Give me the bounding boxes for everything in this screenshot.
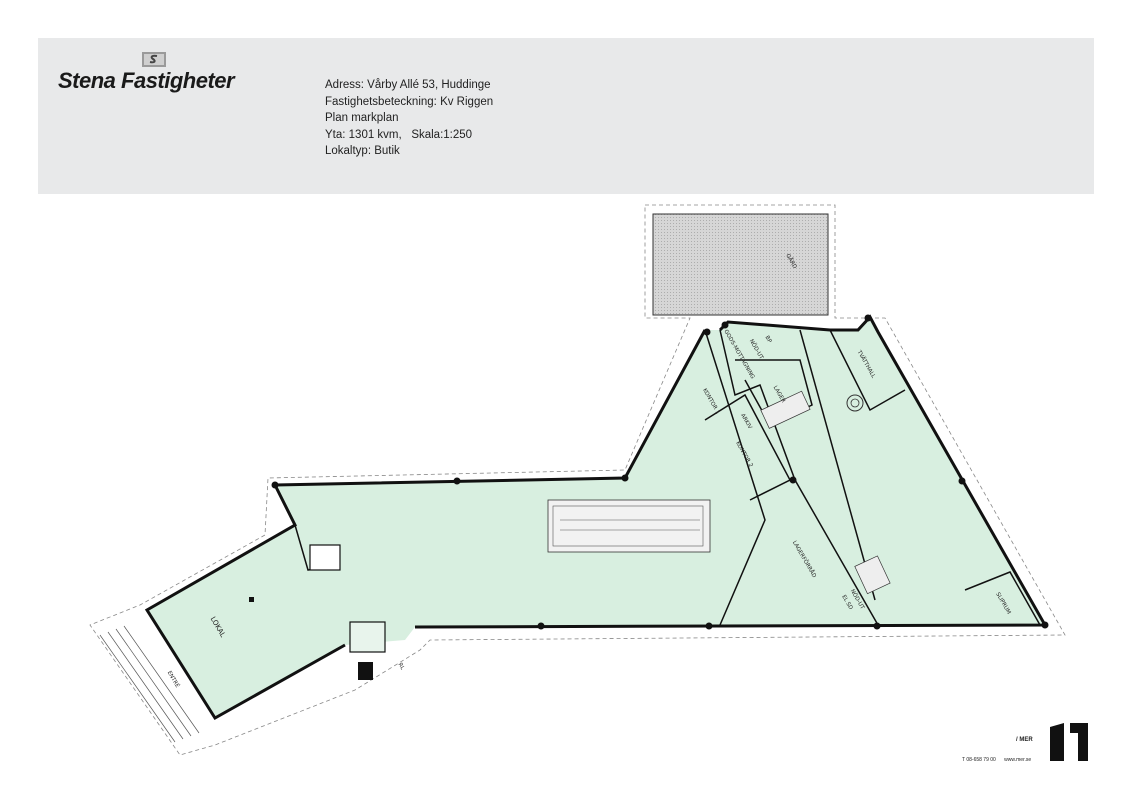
footer-contact: T 08-658 79 00 www.mer.se (962, 757, 1031, 763)
entrance-stairs (99, 625, 200, 743)
drain-circle (846, 394, 864, 412)
header-panel: Stena Fastigheter Adress: Vårby Allé 53,… (38, 38, 1094, 194)
room-label-entre: ENTRÉ (166, 669, 182, 689)
area-scale-line: Yta: 1301 kvm, Skala:1:250 (325, 127, 493, 144)
footer-brand: / MER (1016, 737, 1033, 743)
scale-text: Skala:1:250 (411, 128, 473, 141)
stena-logo-icon (142, 52, 166, 67)
company-name: Stena Fastigheter (58, 68, 235, 93)
footer-phone: T 08-658 79 00 (962, 757, 996, 763)
property-info: Adress: Vårby Allé 53, Huddinge Fastighe… (325, 77, 493, 160)
yard-area (652, 213, 829, 316)
service-block (309, 544, 386, 680)
mer-logo-icon (1050, 723, 1088, 761)
area-text: Yta: 1301 kvm, (325, 128, 402, 141)
shelving-fixture (547, 499, 711, 553)
stena-logo: Stena Fastigheter (58, 50, 258, 110)
footer-web: www.mer.se (1004, 757, 1032, 763)
room-label-rl: RL (397, 662, 406, 672)
stair-hatch (760, 390, 891, 595)
property-boundary (89, 204, 1066, 756)
address-line: Adress: Vårby Allé 53, Huddinge (325, 79, 491, 91)
property-line: Fastighetsbeteckning: Kv Riggen (325, 95, 494, 108)
room-label-bp: BP (763, 335, 772, 345)
columns (271, 314, 1049, 630)
type-line: Lokaltyp: Butik (325, 145, 400, 157)
plan-line: Plan markplan (325, 112, 399, 124)
drain-inner (850, 398, 860, 408)
marker-point (249, 597, 254, 602)
